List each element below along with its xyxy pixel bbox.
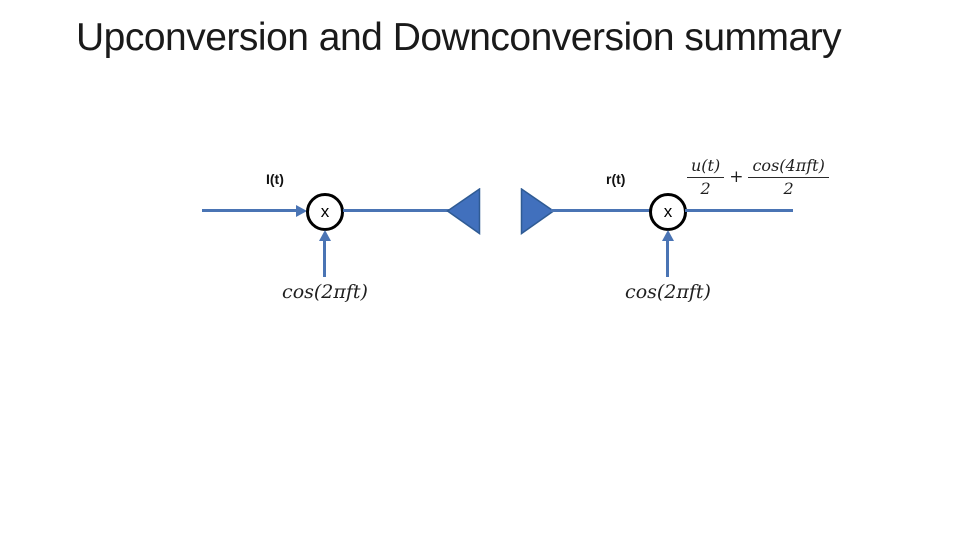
arrow-up-icon [319,230,331,241]
oscillator-line [666,240,669,277]
received-signal-label: r(t) [606,171,626,187]
output-formula: u(t) 2 + cos(4πft) 2 [687,156,829,198]
mixer-node: x [649,193,687,231]
fraction-denominator: 2 [700,179,711,198]
mixer-output-line [685,209,793,212]
arrow-right-icon [296,205,307,217]
fraction-ut-over-2: u(t) 2 [687,156,725,198]
rx-antenna-triangle-icon [520,188,555,235]
received-signal-line [551,209,651,212]
arrow-up-icon [662,230,674,241]
oscillator-label: cos(2πft) [282,281,368,303]
mixer-node: x [306,193,344,231]
fraction-cos4pift-over-2: cos(4πft) 2 [748,156,829,198]
fraction-denominator: 2 [783,179,794,198]
fraction-numerator: cos(4πft) [748,156,829,178]
slide-title: Upconversion and Downconversion summary [76,16,842,59]
multiply-symbol: x [663,202,673,221]
input-signal-line [202,209,298,212]
fraction-numerator: u(t) [687,156,725,178]
plus-operator: + [729,167,744,187]
mixer-output-line [343,209,449,212]
multiply-symbol: x [320,202,330,221]
input-signal-label: I(t) [266,171,284,187]
oscillator-label: cos(2πft) [625,281,711,303]
oscillator-line [323,240,326,277]
tx-antenna-triangle-icon [446,188,481,235]
